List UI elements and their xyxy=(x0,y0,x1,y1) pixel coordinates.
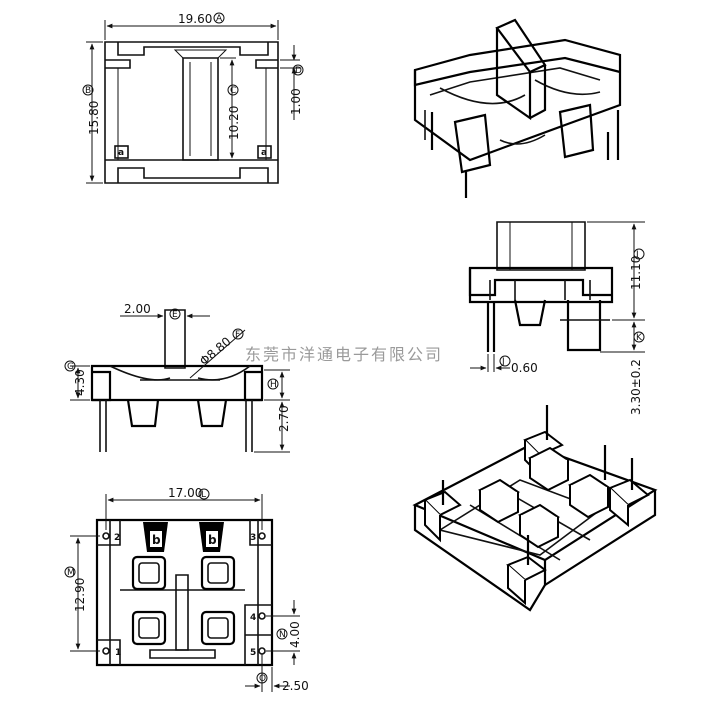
bottom-offset-tag: O xyxy=(259,674,266,684)
side-left-height-tag: G xyxy=(67,362,74,372)
end-pin-length-dim: 3.30±0.2 xyxy=(629,359,643,415)
bottom-pitch-dim: 4.00 xyxy=(288,621,302,648)
top-height-dim: 15.80 xyxy=(87,101,101,135)
end-height-tag: I xyxy=(636,250,639,260)
top-view: a a 19.60 A 15.80 B 10.20 C 1.00 D xyxy=(82,12,304,184)
bottom-height-dim: 12.90 xyxy=(73,578,87,612)
top-height-tag: B xyxy=(85,86,91,96)
bottom-offset-dim: 2.50 xyxy=(282,679,309,693)
end-pin-dim: 0.60 xyxy=(511,361,538,375)
iso-view-bottom xyxy=(412,405,658,612)
bottom-mark-left: b xyxy=(152,533,161,547)
end-height-dim: 11.10 xyxy=(629,256,643,290)
bottom-pin-2: 2 xyxy=(114,533,120,543)
bottom-height-tag: M xyxy=(67,568,75,578)
bottom-pin-1: 1 xyxy=(115,648,121,658)
top-slot-dim: 10.20 xyxy=(227,106,241,140)
side-top-width-dim: 2.00 xyxy=(124,302,151,316)
end-view: 11.10 I 3.30±0.2 K 0.60 J xyxy=(468,221,645,415)
side-top-width-tag: E xyxy=(172,310,178,320)
top-corner-label-right: a xyxy=(261,148,267,158)
bottom-view: b b 1 2 3 4 5 17.00 L 12.90 M xyxy=(64,486,309,693)
side-diameter-tag: F xyxy=(235,330,240,340)
side-diameter-dim: Φ8.80 xyxy=(197,334,234,368)
top-gap-dim: 1.00 xyxy=(289,88,303,115)
top-corner-label-left: a xyxy=(118,148,124,158)
end-pin-tag: J xyxy=(501,357,505,367)
company-watermark: 东莞市洋通电子有限公司 xyxy=(245,345,443,364)
bottom-pin-4: 4 xyxy=(250,613,256,623)
top-gap-tag: D xyxy=(295,66,302,76)
top-slot-tag: C xyxy=(230,86,236,96)
bottom-pin-3: 3 xyxy=(250,533,256,543)
side-left-height-dim: 4.30 xyxy=(73,369,87,396)
top-width-tag: A xyxy=(216,14,223,24)
bottom-width-dim: 17.00 xyxy=(168,486,202,500)
bottom-pitch-tag: N xyxy=(279,630,286,640)
side-pin-length-dim: 2.70 xyxy=(277,405,291,432)
bottom-pin-5: 5 xyxy=(250,648,256,658)
bottom-mark-right: b xyxy=(208,533,217,547)
side-right-height-tag: H xyxy=(270,380,277,390)
side-view: 2.00 E Φ8.80 F 4.30 G H 2.70 xyxy=(64,302,291,453)
iso-view-top xyxy=(413,18,622,198)
end-pin-length-tag: K xyxy=(636,333,643,343)
bottom-width-tag: L xyxy=(201,490,206,500)
top-width-dim: 19.60 xyxy=(178,12,212,26)
